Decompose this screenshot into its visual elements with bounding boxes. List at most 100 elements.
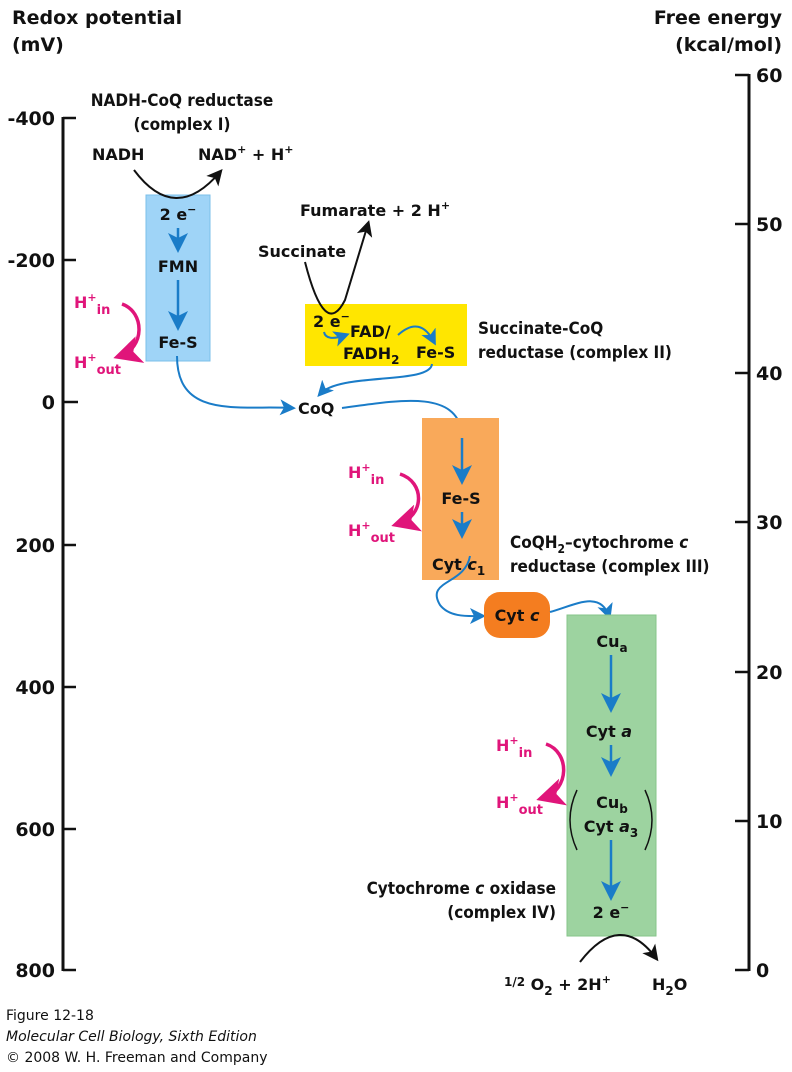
text-fragment: c — [679, 533, 688, 553]
text-fragment: CoQH — [510, 533, 558, 553]
energy-tick: 60 — [756, 65, 782, 87]
text-fragment: oxidase — [484, 879, 556, 899]
succinate-label: Succinate — [258, 242, 346, 261]
svg-text:H+in: H+in — [74, 291, 110, 318]
svg-text:H+out: H+out — [74, 351, 121, 378]
text-fragment: out — [371, 531, 395, 546]
text-fragment: 2 e — [313, 312, 341, 331]
redox-tick: -200 — [7, 250, 55, 272]
fumarate-label: Fumarate + 2 H+ — [300, 199, 450, 220]
cyt-c1-label: Cyt c1 — [432, 555, 485, 578]
text-fragment: c — [530, 606, 540, 625]
oxygen-label: 1/2 O2 + 2H+ — [504, 973, 611, 998]
text-fragment: 1/2 — [504, 975, 525, 989]
fmn-label: FMN — [158, 257, 198, 276]
text-fragment: O — [525, 975, 544, 994]
text-fragment: in — [519, 746, 533, 761]
complex-1-subtitle: (complex I) — [134, 115, 231, 135]
text-fragment: Fumarate + 2 H — [300, 201, 441, 220]
text-fragment: + 2H — [553, 975, 602, 994]
cyt-c-box — [484, 592, 550, 638]
energy-tick: 10 — [756, 811, 782, 833]
figure-number: Figure 12-18 — [6, 1008, 94, 1024]
text-fragment: a — [620, 641, 628, 655]
text-fragment: out — [519, 803, 543, 818]
complex-1-box — [145, 194, 211, 362]
text-fragment: Cu — [596, 632, 619, 651]
text-fragment: − — [187, 203, 196, 216]
text-fragment: + — [361, 461, 370, 474]
cytochrome-c: Cyt c — [484, 592, 613, 638]
text-fragment: –cytochrome — [565, 533, 679, 553]
energy-tick: 20 — [756, 662, 782, 684]
text-fragment: 2 — [665, 984, 673, 998]
text-fragment: 2 — [544, 984, 552, 998]
text-fragment: − — [620, 901, 629, 914]
proton-pump-3: H+in H+out — [496, 734, 568, 818]
svg-text:H+out: H+out — [348, 519, 395, 546]
text-fragment: + — [361, 519, 370, 532]
text-fragment: 1 — [477, 564, 485, 578]
energy-tick: 50 — [756, 214, 782, 236]
svg-text:H+in: H+in — [348, 461, 384, 488]
text-fragment: 2 e — [160, 205, 188, 224]
text-fragment: H — [348, 521, 361, 540]
electrons-label: 2 e− — [160, 203, 197, 224]
text-fragment: H — [348, 463, 361, 482]
text-fragment: Cyt — [586, 722, 621, 741]
text-fragment: + — [509, 791, 518, 804]
electrons-label: 2 e− — [593, 901, 630, 922]
complex-3-subtitle: reductase (complex III) — [510, 557, 710, 577]
text-fragment: H — [74, 293, 87, 312]
proton-pump-2: H+in H+out — [348, 461, 423, 546]
text-fragment: + — [602, 973, 611, 986]
text-fragment: Cytochrome — [367, 879, 476, 899]
text-fragment: in — [371, 473, 385, 488]
fe-s-label: Fe-S — [158, 333, 197, 352]
complex-4: Cua Cyt a Cub Cyt a3 2 e− Cytochrome c o… — [367, 614, 687, 998]
electrons-label: 2 e− — [313, 310, 350, 331]
text-fragment: Cyt — [495, 606, 530, 625]
text-fragment: 3 — [630, 826, 638, 840]
fadh2-label: FADH2 — [343, 344, 400, 367]
complex-2-title: Succinate-CoQ — [478, 319, 603, 339]
text-fragment: a — [619, 817, 630, 836]
copyright: © 2008 W. H. Freeman and Company — [6, 1050, 268, 1066]
nadh-label: NADH — [92, 145, 144, 164]
book-title: Molecular Cell Biology, Sixth Edition — [6, 1029, 257, 1045]
text-fragment: Cu — [596, 793, 619, 812]
text-fragment: + — [509, 734, 518, 747]
text-fragment: H — [496, 736, 509, 755]
water-label: H2O — [652, 975, 687, 998]
redox-tick: 600 — [15, 819, 55, 841]
complex-1-title: NADH-CoQ reductase — [91, 91, 273, 111]
free-energy-axis: Free energy (kcal/mol) 60 50 40 30 20 10… — [654, 7, 783, 982]
redox-tick: 200 — [15, 535, 55, 557]
text-fragment: + — [87, 291, 96, 304]
text-fragment: + — [237, 143, 246, 156]
text-fragment: − — [341, 310, 350, 323]
redox-tick: 800 — [15, 960, 55, 982]
text-fragment: c — [475, 879, 484, 899]
fe-s-label: Fe-S — [441, 489, 480, 508]
text-fragment: + — [441, 199, 450, 212]
text-fragment: Cyt — [432, 555, 467, 574]
complex-3-box — [422, 418, 499, 580]
energy-tick: 30 — [756, 512, 782, 534]
text-fragment: + — [284, 143, 293, 156]
coq-label: CoQ — [298, 399, 334, 418]
text-fragment: H — [496, 793, 509, 812]
text-fragment: + — [87, 351, 96, 364]
text-fragment: O — [674, 975, 688, 994]
text-fragment: Cyt — [584, 817, 619, 836]
complex-2-subtitle: reductase (complex II) — [478, 343, 672, 363]
energy-axis-unit: (kcal/mol) — [675, 34, 782, 56]
proton-pump-1: H+in H+out — [74, 291, 145, 378]
figure-caption: Figure 12-18 Molecular Cell Biology, Six… — [6, 1008, 268, 1066]
text-fragment: H — [74, 353, 87, 372]
complex-4-subtitle: (complex IV) — [447, 903, 556, 923]
text-fragment: a — [621, 722, 632, 741]
text-fragment: in — [97, 303, 111, 318]
cyt-c-label: Cyt c — [495, 606, 540, 625]
cyt-a-label: Cyt a — [586, 722, 632, 741]
